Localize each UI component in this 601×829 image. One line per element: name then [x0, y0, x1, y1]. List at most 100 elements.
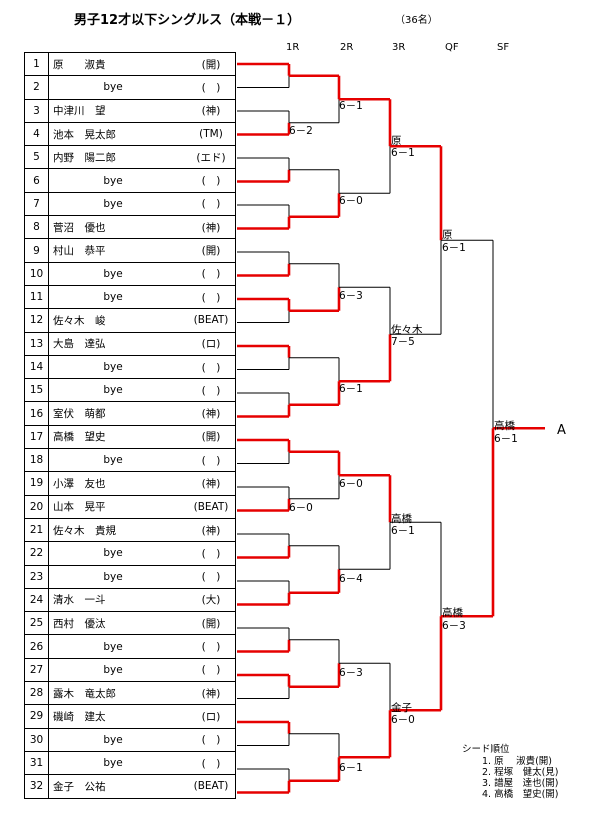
round-header-2r: 2R [340, 42, 354, 53]
player-name-cell: 露木 竜太郎 [48, 681, 187, 706]
player-name-cell: 内野 陽二郎 [48, 145, 187, 170]
match-result: 6－2 [289, 125, 313, 137]
draw-number: 22 [24, 541, 49, 566]
draw-number: 16 [24, 401, 49, 426]
player-club: (神) [187, 471, 236, 496]
player-club: (開) [187, 611, 236, 636]
draw-number: 24 [24, 587, 49, 613]
player-club: (神) [187, 401, 236, 426]
player-name-cell: bye [48, 657, 187, 683]
match-result: 6－3 [339, 290, 363, 302]
draw-row: 2 bye ( ) [24, 75, 236, 100]
player-name: bye [103, 267, 123, 280]
draw-number: 8 [24, 215, 49, 240]
player-name-cell: 金子 公祐 [48, 774, 187, 799]
match-result: 6－0 [339, 195, 363, 207]
match-result: 6－0 [391, 714, 415, 726]
match-result: 6－1 [339, 100, 363, 112]
draw-number: 6 [24, 168, 49, 193]
match-result: 6－0 [339, 478, 363, 490]
player-club: ( ) [187, 261, 236, 286]
player-name: bye [103, 81, 123, 94]
player-name: 高橋 望史 [53, 431, 106, 444]
player-name-cell: 池本 晃太郎 [48, 121, 187, 147]
seed-list: シード順位 1. 原 淑貴(開) 2. 程塚 健太(見) 3. 譜屋 達也(開)… [462, 744, 559, 800]
draw-number: 31 [24, 750, 49, 776]
player-club: (BEAT) [187, 774, 236, 799]
player-name: 清水 一斗 [53, 594, 106, 607]
player-name-cell: 室伏 萌都 [48, 401, 187, 426]
player-name-cell: bye [48, 750, 187, 776]
player-club: (ロ) [187, 331, 236, 356]
match-result: 6－1 [339, 762, 363, 774]
player-name: bye [103, 454, 123, 467]
player-name-cell: 山本 晃平 [48, 494, 187, 519]
player-name-cell: bye [48, 541, 187, 566]
match-result: 6－3 [339, 667, 363, 679]
seed-item: 1. 原 淑貴(開) [482, 756, 553, 767]
player-club: ( ) [187, 75, 236, 100]
player-name-cell: 村山 恭平 [48, 238, 187, 263]
match-result: 6－4 [339, 573, 363, 585]
player-name-cell: bye [48, 284, 187, 310]
player-club: ( ) [187, 564, 236, 589]
round-header-qf: QF [445, 42, 459, 53]
player-name: 佐々木 貴規 [53, 524, 116, 537]
draw-number: 13 [24, 331, 49, 356]
draw-number: 5 [24, 145, 49, 170]
player-name: 菅沼 優也 [53, 221, 106, 234]
player-name: bye [103, 361, 123, 373]
match-result: 原 [391, 135, 402, 147]
player-name: 原 淑貴 [53, 58, 106, 71]
draw-number: 23 [24, 564, 49, 589]
draw-row: 13 大島 達弘 (ロ) [24, 331, 236, 356]
player-name: 池本 晃太郎 [53, 128, 116, 141]
player-name: 小澤 友也 [53, 477, 106, 490]
player-name: 磯崎 建太 [53, 710, 106, 723]
match-result: 高橋 [391, 513, 412, 525]
entry-count: （36名） [395, 15, 438, 26]
draw-number: 32 [24, 774, 49, 799]
player-club: (エド) [187, 145, 236, 170]
seed-item: 3. 譜屋 達也(開) [482, 778, 559, 789]
player-name-cell: 小澤 友也 [48, 471, 187, 496]
match-result: 原 [442, 229, 453, 241]
player-name-cell: 原 淑貴 [48, 51, 187, 77]
player-name: 大島 達弘 [53, 338, 106, 351]
draw-number: 20 [24, 494, 49, 519]
match-result: 6－1 [339, 383, 363, 395]
player-club: (BEAT) [187, 308, 236, 333]
player-name: bye [103, 384, 123, 397]
draw-number: 21 [24, 517, 49, 543]
player-name-cell: 菅沼 優也 [48, 215, 187, 240]
player-name: bye [103, 291, 123, 304]
match-result: 高橋 [442, 607, 463, 619]
player-name: bye [103, 197, 123, 210]
seed-item: 4. 高橋 望史(開) [482, 789, 559, 800]
player-name: 中津川 望 [53, 105, 106, 118]
draw-number: 2 [24, 75, 49, 100]
player-name-cell: 清水 一斗 [48, 587, 187, 613]
player-club: ( ) [187, 541, 236, 566]
match-result: 佐々木 [391, 324, 423, 336]
draw-number: 27 [24, 657, 49, 683]
match-result: 6－1 [442, 242, 466, 254]
player-name: bye [103, 733, 123, 746]
